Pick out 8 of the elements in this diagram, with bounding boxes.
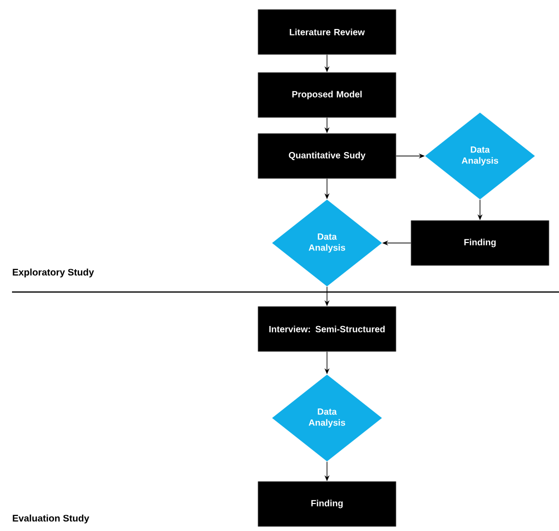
process-box: Quantitative Sudy (258, 133, 396, 179)
process-box: Literature Review (258, 9, 396, 55)
process-box: Finding (258, 481, 396, 527)
section-label: Exploratory Study (12, 268, 94, 278)
process-box: Proposed Model (258, 72, 396, 118)
process-box: Interview: Semi-Structured (258, 306, 396, 352)
section-label: Evaluation Study (12, 514, 90, 524)
process-box: Finding (410, 220, 550, 266)
